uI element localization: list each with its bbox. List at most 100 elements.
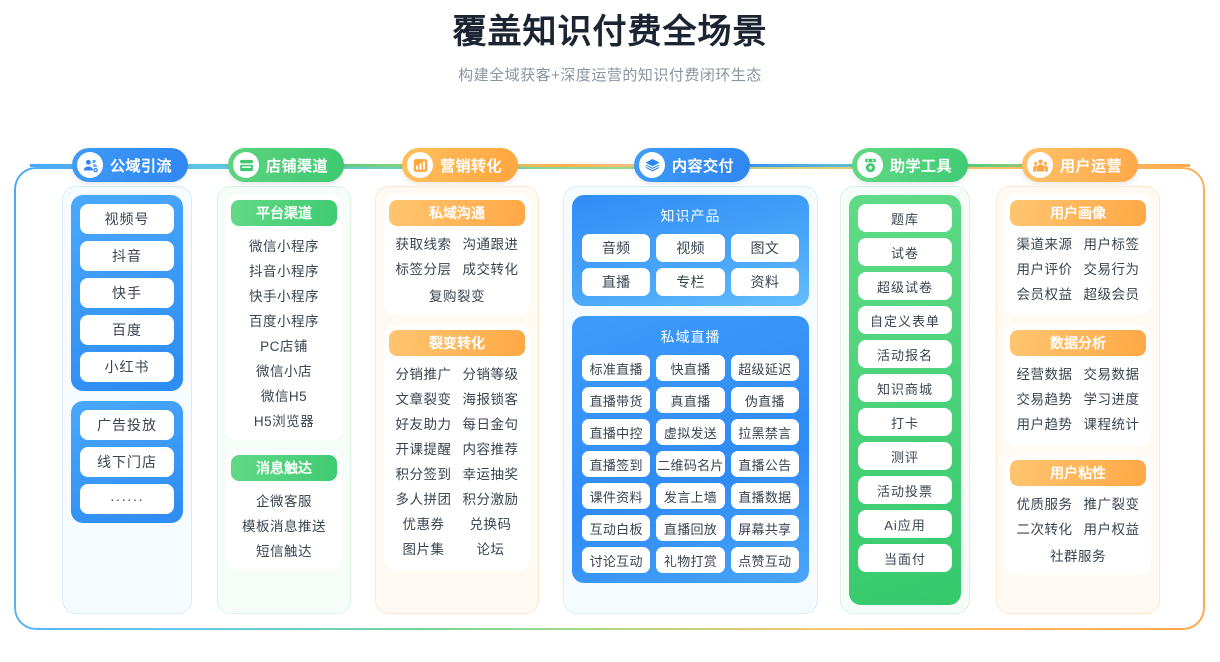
pill-item[interactable]: 图文 [730,234,799,262]
chip-item[interactable]: 视频号 [80,204,174,234]
chip-item[interactable]: 知识商城 [858,374,952,402]
list-item[interactable]: 微信H5 [260,388,308,404]
chip-item[interactable]: 试卷 [858,238,952,266]
chip-item[interactable]: 自定义表单 [858,306,952,334]
cell[interactable]: 社群服务 [1050,548,1106,564]
cell[interactable]: 超级会员 [1083,287,1140,302]
chip-item[interactable]: 测评 [858,442,952,470]
list-item[interactable]: H5浏览器 [253,413,315,429]
cell[interactable]: 学习进度 [1083,392,1140,407]
cell[interactable]: 好友助力 [395,417,452,432]
pill-item[interactable]: 拉黑禁言 [730,419,799,445]
pill-item[interactable]: 课件资料 [582,483,651,509]
cell[interactable]: 二次转化 [1016,522,1073,537]
cell[interactable]: 交易数据 [1083,367,1140,382]
pillar-header-traffic[interactable]: 公域引流 [72,148,189,182]
pill-item[interactable]: 真直播 [656,387,725,413]
cell[interactable]: 用户权益 [1083,522,1140,537]
cell[interactable]: 优惠券 [402,517,445,532]
cell[interactable]: 交易行为 [1083,262,1140,277]
cell[interactable]: 多人拼团 [395,492,452,507]
cell[interactable]: 用户趋势 [1016,417,1073,432]
cell[interactable]: 图片集 [402,542,445,557]
pill-item[interactable]: 直播回放 [656,515,725,541]
cell[interactable]: 每日金句 [462,417,519,432]
pill-item[interactable]: 互动白板 [582,515,651,541]
pillar-header-tools[interactable]: 助学工具 [852,148,969,182]
pill-item[interactable]: 专栏 [656,268,725,296]
pillar-header-marketing[interactable]: 营销转化 [402,148,519,182]
pillar-header-operation[interactable]: 用户运营 [1022,148,1139,182]
pillar-header-shop[interactable]: 店铺渠道 [228,148,345,182]
chip-item[interactable]: 广告投放 [80,410,174,440]
chip-item[interactable]: 快手 [80,278,174,308]
pill-item[interactable]: 直播公告 [730,451,799,477]
pill-item[interactable]: 发言上墙 [656,483,725,509]
cell[interactable]: 论坛 [476,542,505,557]
list-item[interactable]: 短信触达 [256,543,312,559]
cell[interactable]: 文章裂变 [395,392,452,407]
list-item[interactable]: 模板消息推送 [242,518,326,534]
cell[interactable]: 积分激励 [462,492,519,507]
cell[interactable]: 标签分层 [395,262,452,277]
pill-item[interactable]: 资料 [730,268,799,296]
pill-item[interactable]: 直播带货 [582,387,651,413]
chip-item[interactable]: 活动投票 [858,476,952,504]
pill-item[interactable]: 视频 [656,234,725,262]
cell[interactable]: 优质服务 [1016,497,1073,512]
cell[interactable]: 积分签到 [395,467,452,482]
list-item[interactable]: 企微客服 [256,493,312,509]
chip-item[interactable]: 小红书 [80,352,174,382]
cell[interactable]: 经营数据 [1016,367,1073,382]
cell[interactable]: 渠道来源 [1016,237,1073,252]
cell[interactable]: 成交转化 [462,262,519,277]
pill-item[interactable]: 虚拟发送 [656,419,725,445]
pill-item[interactable]: 伪直播 [730,387,799,413]
chip-item[interactable]: 打卡 [858,408,952,436]
cell[interactable]: 推广裂变 [1083,497,1140,512]
pill-item[interactable]: 标准直播 [582,355,651,381]
pill-item[interactable]: 屏幕共享 [730,515,799,541]
cell[interactable]: 交易趋势 [1016,392,1073,407]
pill-item[interactable]: 直播中控 [582,419,651,445]
pill-item[interactable]: 快直播 [656,355,725,381]
pill-item[interactable]: 点赞互动 [730,547,799,573]
list-item[interactable]: 抖音小程序 [249,263,319,279]
cell[interactable]: 开课提醒 [395,442,452,457]
pill-item[interactable]: 超级延迟 [730,355,799,381]
list-item[interactable]: 百度小程序 [249,313,319,329]
cell[interactable]: 复购裂变 [429,288,485,304]
cell[interactable]: 用户评价 [1016,262,1073,277]
cell[interactable]: 分销等级 [462,367,519,382]
pill-item[interactable]: 直播 [582,268,651,296]
chip-item[interactable]: 抖音 [80,241,174,271]
pill-item[interactable]: 直播数据 [730,483,799,509]
cell[interactable]: 分销推广 [395,367,452,382]
chip-item[interactable]: Ai应用 [858,510,952,538]
list-item[interactable]: PC店铺 [260,338,308,354]
list-item[interactable]: 微信小程序 [249,238,319,254]
list-item[interactable]: 快手小程序 [249,288,319,304]
chip-item[interactable]: 百度 [80,315,174,345]
cell[interactable]: 获取线索 [395,237,452,252]
chip-item[interactable]: 线下门店 [80,447,174,477]
chip-item[interactable]: 活动报名 [858,340,952,368]
cell[interactable]: 沟通跟进 [462,237,519,252]
cell[interactable]: 内容推荐 [462,442,519,457]
pill-item[interactable]: 直播签到 [582,451,651,477]
cell[interactable]: 会员权益 [1016,287,1073,302]
cell[interactable]: 幸运抽奖 [462,467,519,482]
chip-item[interactable]: 当面付 [858,544,952,572]
cell[interactable]: 兑换码 [469,517,512,532]
chip-item-more[interactable]: ······ [80,484,174,514]
pill-item[interactable]: 礼物打赏 [656,547,725,573]
list-item[interactable]: 微信小店 [256,363,312,379]
pill-item[interactable]: 音频 [582,234,651,262]
cell[interactable]: 课程统计 [1083,417,1140,432]
cell[interactable]: 海报锁客 [462,392,519,407]
pill-item[interactable]: 讨论互动 [582,547,651,573]
chip-item[interactable]: 题库 [858,204,952,232]
pillar-header-content[interactable]: 内容交付 [634,148,751,182]
pill-item[interactable]: 二维码名片 [656,451,725,477]
cell[interactable]: 用户标签 [1083,237,1140,252]
